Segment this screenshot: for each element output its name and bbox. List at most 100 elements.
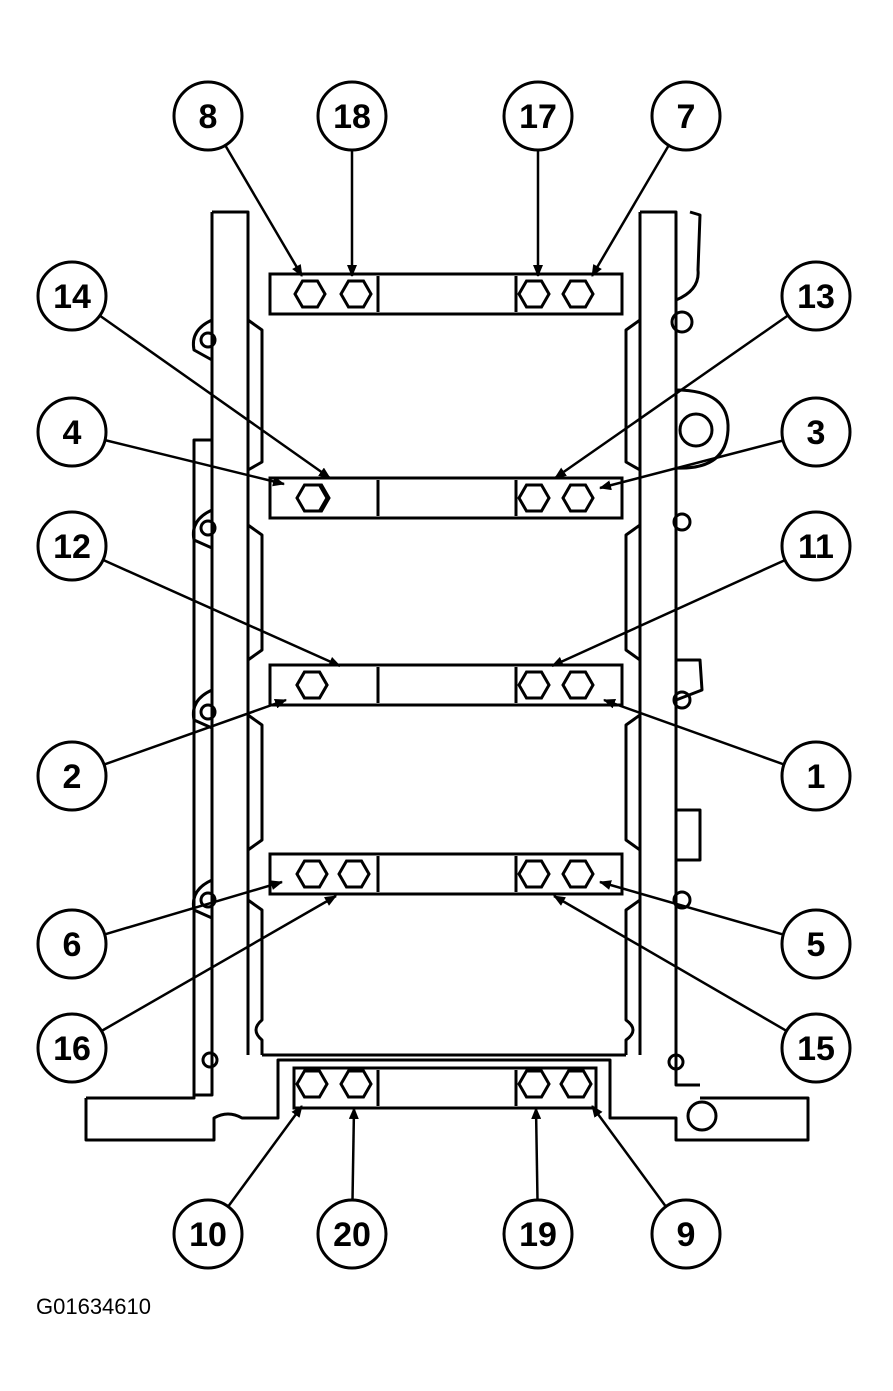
callout-circle-10 — [172, 1198, 244, 1270]
callout-circle-14 — [36, 260, 108, 332]
bolt-head-3 — [561, 483, 595, 513]
callout-circle-7 — [650, 80, 722, 152]
leader-arrow-2 — [103, 698, 287, 766]
bolt-head-13 — [517, 483, 551, 513]
bolt-head-10 — [295, 1069, 329, 1099]
callout-label-9: 9 — [677, 1216, 696, 1254]
bolt-head-15 — [517, 859, 551, 889]
callout-label-16: 16 — [53, 1030, 91, 1068]
callout-9: 9 — [650, 1198, 722, 1270]
callout-label-7: 7 — [677, 98, 696, 136]
callout-label-4: 4 — [63, 414, 82, 452]
callout-circle-2 — [36, 740, 108, 812]
bolt-head-8 — [293, 279, 327, 309]
callout-circle-19 — [502, 1198, 574, 1270]
bolt-head-1 — [561, 670, 595, 700]
callout-label-19: 19 — [519, 1216, 557, 1254]
callout-circle-3 — [780, 396, 852, 468]
callout-20: 20 — [316, 1198, 388, 1270]
leader-arrow-8 — [224, 144, 304, 277]
callout-label-13: 13 — [797, 278, 835, 316]
leader-arrow-15 — [553, 894, 788, 1032]
callout-17: 17 — [502, 80, 574, 152]
callout-circle-13 — [780, 260, 852, 332]
callout-4: 4 — [36, 396, 108, 468]
callout-13: 13 — [780, 260, 852, 332]
bolt-head-9 — [559, 1069, 593, 1099]
bolt-head-4 — [295, 483, 329, 513]
bolt-head-19 — [517, 1069, 551, 1099]
callout-label-18: 18 — [333, 98, 371, 136]
callout-14: 14 — [36, 260, 108, 332]
callout-circle-5 — [780, 908, 852, 980]
callout-18: 18 — [316, 80, 388, 152]
callout-3: 3 — [780, 396, 852, 468]
callout-11: 11 — [780, 510, 852, 582]
callout-12: 12 — [36, 510, 108, 582]
callout-label-15: 15 — [797, 1030, 835, 1068]
callout-circle-8 — [172, 80, 244, 152]
callout-10: 10 — [172, 1198, 244, 1270]
leader-arrow-5 — [599, 880, 784, 936]
leader-arrow-19 — [531, 1107, 542, 1201]
callout-circle-20 — [316, 1198, 388, 1270]
callout-label-5: 5 — [807, 926, 826, 964]
leader-arrow-9 — [590, 1105, 667, 1208]
callout-circle-15 — [780, 1012, 852, 1084]
callout-label-1: 1 — [807, 758, 826, 796]
engine-block-outline — [84, 210, 810, 1142]
callout-2: 2 — [36, 740, 108, 812]
callout-label-14: 14 — [53, 278, 91, 316]
bolt-head-17 — [517, 279, 551, 309]
callout-circle-11 — [780, 510, 852, 582]
callout-7: 7 — [650, 80, 722, 152]
bearing-cap-1 — [268, 272, 624, 316]
callout-label-11: 11 — [798, 528, 834, 566]
callout-label-2: 2 — [63, 758, 82, 796]
callout-15: 15 — [780, 1012, 852, 1084]
bolt-head-5 — [561, 859, 595, 889]
callout-label-8: 8 — [199, 98, 218, 136]
bolt-head-2 — [295, 670, 329, 700]
leader-arrow-20 — [348, 1107, 359, 1201]
leader-arrow-16 — [100, 894, 337, 1033]
callout-arrows — [99, 144, 789, 1208]
leader-arrow-13 — [554, 314, 789, 480]
callout-circle-12 — [36, 510, 108, 582]
leader-arrow-12 — [102, 558, 341, 668]
leader-arrow-1 — [603, 698, 785, 766]
leader-arrow-10 — [227, 1105, 304, 1208]
callout-6: 6 — [36, 908, 108, 980]
bolt-head-18 — [339, 279, 373, 309]
callout-label-17: 17 — [519, 98, 557, 136]
leader-arrow-11 — [551, 558, 786, 668]
bolt-head-11 — [517, 670, 551, 700]
leader-arrow-14 — [99, 314, 331, 480]
callout-8: 8 — [172, 80, 244, 152]
callout-circle-18 — [316, 80, 388, 152]
figure-code: G01634610 — [36, 1294, 151, 1319]
bolt-head-6 — [295, 859, 329, 889]
bolt-head-7 — [561, 279, 595, 309]
bolt-head-20 — [339, 1069, 373, 1099]
bolt-head-16 — [337, 859, 371, 889]
callout-label-3: 3 — [807, 414, 826, 452]
callout-label-10: 10 — [189, 1216, 227, 1254]
bearing-cap-5 — [292, 1066, 598, 1110]
callout-circle-17 — [502, 80, 574, 152]
callout-1: 1 — [780, 740, 852, 812]
callout-label-6: 6 — [63, 926, 82, 964]
leader-arrow-7 — [590, 144, 670, 277]
leader-arrow-6 — [104, 880, 283, 936]
callout-circle-9 — [650, 1198, 722, 1270]
callout-circle-4 — [36, 396, 108, 468]
callout-5: 5 — [780, 908, 852, 980]
callout-circle-16 — [36, 1012, 108, 1084]
callout-19: 19 — [502, 1198, 574, 1270]
callout-label-12: 12 — [53, 528, 91, 566]
leader-arrow-4 — [104, 438, 285, 487]
callout-16: 16 — [36, 1012, 108, 1084]
callout-circle-1 — [780, 740, 852, 812]
